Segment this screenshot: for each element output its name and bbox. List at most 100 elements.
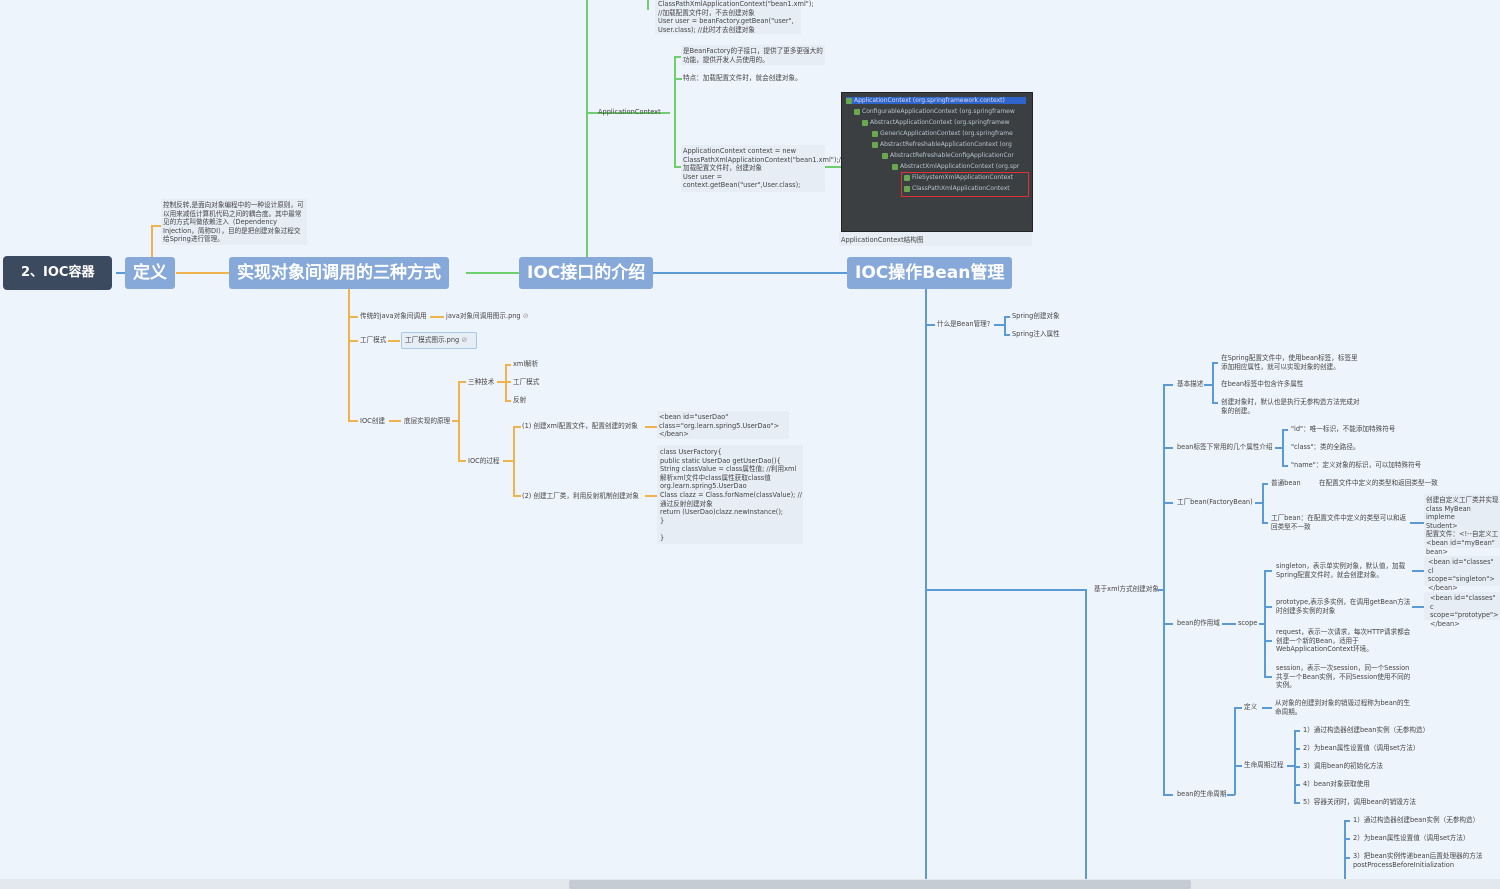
connector bbox=[825, 166, 841, 168]
attachment-icon: ⊘ bbox=[522, 312, 529, 320]
attr-class[interactable]: "class"：类的全路径。 bbox=[1291, 443, 1360, 451]
lifecycle-def-desc[interactable]: 从对象的创建到对象的销毁过程称为bean的生命周期。 bbox=[1275, 699, 1411, 716]
underlying-principle[interactable]: 底层实现的原理 bbox=[404, 417, 451, 425]
connector bbox=[1275, 447, 1283, 449]
top-code-text[interactable]: ClassPathXmlApplicationContext("bean1.xm… bbox=[658, 0, 814, 34]
spring-inject[interactable]: Spring注入属性 bbox=[1012, 330, 1060, 338]
lifecycle-def[interactable]: 定义 bbox=[1244, 703, 1258, 711]
lc-step-3[interactable]: 3）调用bean的初始化方法 bbox=[1303, 762, 1384, 770]
tech-factory[interactable]: 工厂模式 bbox=[513, 378, 540, 386]
ac-desc1[interactable]: 是BeanFactory的子接口，提供了更多更强大的功能，提供开发人员使用的。 bbox=[683, 47, 823, 64]
connector bbox=[348, 316, 358, 318]
scope-singleton[interactable]: singleton，表示单实例对象，默认值，加载Spring配置文件时，就会创建… bbox=[1276, 562, 1406, 579]
lc-step-1[interactable]: 1）通过构造器创建bean实例（无参构造） bbox=[1303, 726, 1430, 734]
connector bbox=[1412, 570, 1424, 572]
normal-bean-desc[interactable]: 在配置文件中定义的类型和返回类型一致 bbox=[1319, 479, 1438, 487]
class-icon bbox=[862, 119, 868, 126]
basic-desc[interactable]: 基本描述 bbox=[1177, 380, 1204, 388]
factory-bean-desc[interactable]: 工厂bean：在配置文件中定义的类型可以和返回类型不一致 bbox=[1271, 514, 1407, 531]
bean-scope-label[interactable]: bean的作用域 bbox=[1177, 619, 1220, 627]
scope-prototype[interactable]: prototype,表示多实例，在调用getBean方法时创建多实例的对象 bbox=[1276, 598, 1411, 615]
connector bbox=[1234, 707, 1236, 795]
connector bbox=[674, 166, 682, 168]
process-step2[interactable]: (2) 创建工厂类，利用反射机制创建对象 bbox=[522, 492, 639, 500]
scope-label[interactable]: scope bbox=[1238, 619, 1258, 627]
factory-img-box bbox=[401, 332, 477, 349]
node-definition[interactable]: 定义 bbox=[125, 257, 175, 289]
connector bbox=[1163, 447, 1173, 449]
factory-mode[interactable]: 工厂模式 bbox=[360, 336, 387, 344]
lc2-step-2[interactable]: 2）为bean属性设置值（调用set方法） bbox=[1353, 834, 1470, 842]
spring-create[interactable]: Spring创建对象 bbox=[1012, 312, 1060, 320]
basic-item-3[interactable]: 创建对象时，默认也是执行无参构造方法完成对象的创建。 bbox=[1221, 398, 1360, 415]
step1-code[interactable]: <bean id="userDao" class="org.learn.spri… bbox=[659, 413, 780, 439]
traditional-call[interactable]: 传统的java对象间调用 bbox=[360, 312, 427, 320]
connector bbox=[1344, 820, 1350, 822]
connector bbox=[586, 112, 670, 114]
node-ioc-bean[interactable]: IOC操作Bean管理 bbox=[847, 257, 1013, 289]
connector bbox=[1262, 707, 1272, 709]
connector bbox=[653, 272, 847, 274]
xml-based-create[interactable]: 基于xml方式创建对象 bbox=[1094, 585, 1159, 593]
connector bbox=[1163, 794, 1173, 796]
connector bbox=[430, 316, 444, 318]
ioc-create[interactable]: IOC创建 bbox=[360, 417, 385, 425]
connector bbox=[1212, 362, 1214, 402]
lc-step-4[interactable]: 4）bean对象获取使用 bbox=[1303, 780, 1370, 788]
root-node[interactable]: 2、IOC容器 bbox=[3, 256, 113, 290]
lc-step-2[interactable]: 2）为bean属性设置值（调用set方法） bbox=[1303, 744, 1420, 752]
applicationcontext-structure-image[interactable]: ApplicationContext (org.springframework.… bbox=[841, 92, 1033, 232]
connector bbox=[1262, 522, 1268, 524]
connector bbox=[994, 324, 1004, 326]
scrollbar-thumb[interactable] bbox=[569, 880, 1191, 889]
scope-request[interactable]: request，表示一次请求，每次HTTP请求都会创建一个新的Bean，适用于W… bbox=[1276, 628, 1411, 654]
connector bbox=[151, 225, 153, 257]
ac-desc1-box bbox=[681, 45, 825, 65]
factory-bean-code[interactable]: 创建自定义工厂类并实现 class MyBean impleme Student… bbox=[1426, 496, 1499, 556]
connector bbox=[1412, 606, 1424, 608]
what-bean-mgmt[interactable]: 什么是Bean管理? bbox=[937, 320, 991, 328]
singleton-code[interactable]: <bean id="classes" cl scope="singleton">… bbox=[1428, 558, 1495, 592]
connector bbox=[513, 426, 521, 428]
basic-item-2[interactable]: 在bean标签中包含许多属性 bbox=[1221, 380, 1304, 388]
tech-reflect[interactable]: 反射 bbox=[513, 396, 527, 404]
lc2-step-1[interactable]: 1）通过构造器创建bean实例（无参构造） bbox=[1353, 816, 1480, 824]
bean-lifecycle[interactable]: bean的生命周期 bbox=[1177, 790, 1227, 798]
scope-session[interactable]: session，表示一次session，同一个Session共享一个Bean实例… bbox=[1276, 664, 1411, 690]
ac-code[interactable]: ApplicationContext context = new ClassPa… bbox=[683, 147, 844, 190]
ac-desc2[interactable]: 特点：加载配置文件时，就会创建对象。 bbox=[683, 74, 802, 82]
basic-item-1[interactable]: 在Spring配置文件中，使用bean标签，标签里添加相应属性，就可以实现对象的… bbox=[1221, 354, 1358, 371]
connector bbox=[925, 288, 927, 879]
tech-xml[interactable]: xml解析 bbox=[513, 360, 539, 368]
connector bbox=[1163, 384, 1173, 386]
singleton-code-box bbox=[1424, 556, 1500, 586]
connector bbox=[674, 56, 676, 166]
connector bbox=[151, 225, 161, 227]
lc2-step-3[interactable]: 3）把bean实例传递bean后置处理器的方法postProcessBefore… bbox=[1353, 852, 1483, 869]
ioc-process[interactable]: IOC的过程 bbox=[468, 457, 500, 465]
lc-step-5[interactable]: 5）容器关闭时，调用bean的销毁方法 bbox=[1303, 798, 1416, 806]
three-tech[interactable]: 三种技术 bbox=[468, 378, 495, 386]
normal-bean[interactable]: 普通bean bbox=[1271, 479, 1301, 487]
process-step1[interactable]: (1) 创建xml配置文件，配置创建的对象 bbox=[522, 422, 638, 430]
bean-attrs[interactable]: bean标签下常用的几个属性介绍 bbox=[1177, 443, 1273, 451]
connector bbox=[1158, 589, 1164, 591]
image-caption[interactable]: ApplicationContext结构图 bbox=[841, 236, 924, 244]
factory-img[interactable]: 工厂模式图示.png ⊘ bbox=[405, 336, 468, 344]
connector bbox=[1294, 730, 1300, 732]
node-three-ways[interactable]: 实现对象间调用的三种方式 bbox=[229, 257, 449, 289]
lifecycle-process[interactable]: 生命周期过程 bbox=[1244, 761, 1284, 769]
factory-bean[interactable]: 工厂bean(FactoryBean) bbox=[1177, 498, 1253, 506]
connector bbox=[1264, 606, 1272, 608]
step2-code[interactable]: class UserFactory{ public static UserDao… bbox=[660, 448, 802, 542]
applicationcontext-label[interactable]: ApplicationContext bbox=[598, 108, 661, 116]
connector bbox=[503, 460, 514, 462]
definition-text[interactable]: 控制反转,是面向对象编程中的一种设计原则，可以用来减低计算机代码之间的耦合度。其… bbox=[163, 201, 304, 244]
attr-name[interactable]: "name"：定义对象的标识，可以加特殊符号 bbox=[1291, 461, 1422, 469]
prototype-code[interactable]: <bean id="classes" c scope="prototype"> … bbox=[1430, 594, 1499, 628]
attr-id[interactable]: "id"：唯一标识，不能添加特殊符号 bbox=[1291, 425, 1396, 433]
connector bbox=[1085, 589, 1087, 879]
connector bbox=[1004, 334, 1010, 336]
traditional-img[interactable]: java对象间调用图示.png ⊘ bbox=[446, 312, 529, 320]
node-ioc-intro[interactable]: IOC接口的介绍 bbox=[519, 257, 654, 289]
